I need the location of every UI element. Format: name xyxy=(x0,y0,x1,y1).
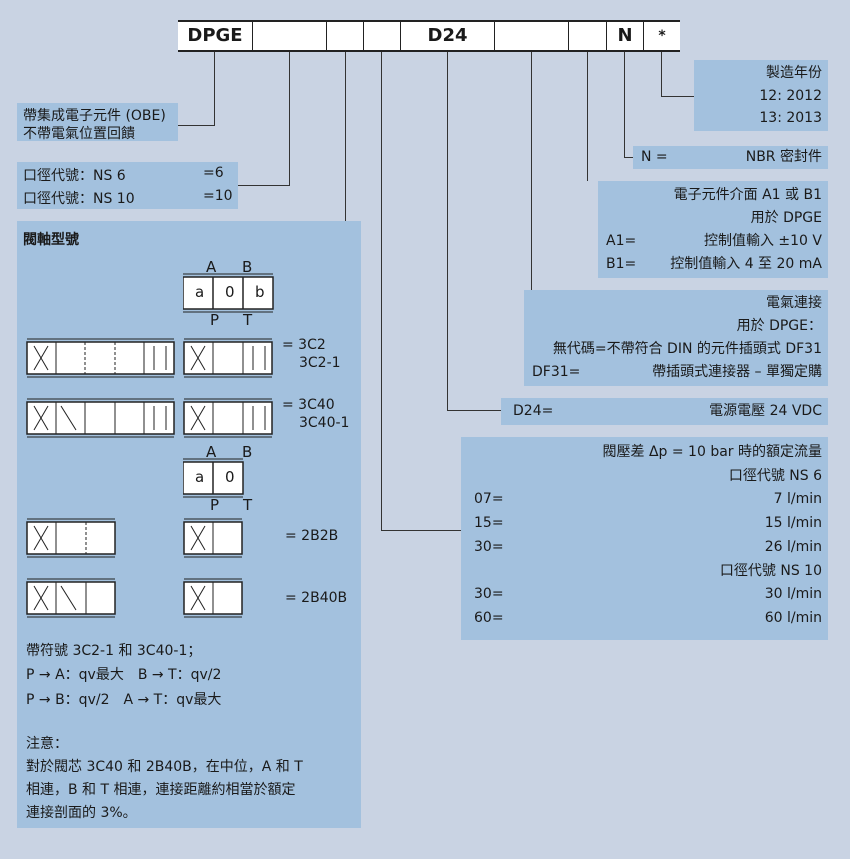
voltage-code: D24= xyxy=(513,403,554,419)
flow-code: 60= xyxy=(474,610,504,626)
position-0-label: 0 xyxy=(225,283,235,301)
ordering-code-bar: DPGE D24 N * xyxy=(178,20,680,52)
note-line-3: 連接剖面的 3%。 xyxy=(26,805,137,821)
spool-2b2b-label: = 2B2B xyxy=(285,528,339,544)
position-b-label: b xyxy=(255,283,265,301)
code-cell-interface xyxy=(568,22,606,50)
spool-2position-legend xyxy=(183,458,244,498)
spool-box: 閥軸型號 A B a 0 b P T = 3C2 3C2-1 = 3C40 3C… xyxy=(17,221,361,828)
spool-2b40b-symbol xyxy=(183,578,243,618)
flow-code: 30= xyxy=(474,539,504,555)
interface-sub: 用於 DPGE xyxy=(750,210,822,226)
spool-2b40b-label: = 2B40B xyxy=(285,590,348,606)
spool-3c40-symbol xyxy=(183,398,273,438)
flow-code: 15= xyxy=(474,515,504,531)
voltage-value: 電源電壓 24 VDC xyxy=(709,403,822,419)
seal-value: NBR 密封件 xyxy=(745,149,822,165)
size-ns10-label: 口徑代號：NS 10 xyxy=(23,191,135,207)
note-line-1: 對於閥芯 3C40 和 2B40B，在中位，A 和 T xyxy=(26,759,303,775)
spool-note-3: P → B：qv/2 A → T：qv最大 xyxy=(26,692,222,708)
code-cell-year: * xyxy=(643,22,680,50)
size-ns6-code: =6 xyxy=(203,165,224,181)
electrical-box: 電氣連接 用於 DPGE： 無代碼=不帶符合 DIN 的元件插頭式 DF31 D… xyxy=(524,290,828,386)
voltage-box: D24= 電源電壓 24 VDC xyxy=(501,398,828,425)
size-ns10-code: =10 xyxy=(203,188,233,204)
flow-value: 15 l/min xyxy=(764,515,822,531)
flow-value: 7 l/min xyxy=(773,491,822,507)
flow-title: 閥壓差 Δp = 10 bar 時的額定流量 xyxy=(602,444,822,460)
position-a-label-2: a xyxy=(195,468,205,486)
year-2012: 12: 2012 xyxy=(759,88,822,104)
spool-note-1: 帶符號 3C2-1 和 3C40-1； xyxy=(26,643,202,659)
flow-value: 26 l/min xyxy=(764,539,822,555)
obe-option: 帶集成電子元件 (OBE) xyxy=(23,108,166,124)
code-cell-seal: N xyxy=(606,22,643,50)
spool-position-legend xyxy=(183,273,274,313)
spool-note-2: P → A：qv最大 B → T：qv/2 xyxy=(26,667,222,683)
electrical-title: 電氣連接 xyxy=(766,295,822,311)
flow-ns10-heading: 口徑代號 NS 10 xyxy=(719,563,822,579)
position-0-label-2: 0 xyxy=(225,468,235,486)
interface-box: 電子元件介面 A1 或 B1 用於 DPGE A1= 控制值輸入 ±10 V B1… xyxy=(598,181,828,278)
flow-box: 閥壓差 Δp = 10 bar 時的額定流量 口徑代號 NS 6 07= 7 l/… xyxy=(461,437,828,640)
port-b-label-2: B xyxy=(242,443,253,461)
note-title: 注意： xyxy=(26,736,68,752)
position-a-label: a xyxy=(195,283,205,301)
seal-box: N = NBR 密封件 xyxy=(633,146,828,169)
flow-code: 30= xyxy=(474,586,504,602)
port-p-label-2: P xyxy=(210,496,220,514)
port-b-label: B xyxy=(242,258,253,276)
port-p-label: P xyxy=(210,311,220,329)
year-2013: 13: 2013 xyxy=(759,110,822,126)
interface-b1-value: 控制值輸入 4 至 20 mA xyxy=(670,256,822,272)
obe-box: 帶集成電子元件 (OBE) 不帶電氣位置回饋 xyxy=(17,103,178,142)
flow-value: 30 l/min xyxy=(764,586,822,602)
electrical-sub: 用於 DPGE： xyxy=(736,318,822,334)
flow-ns6-heading: 口徑代號 NS 6 xyxy=(728,468,822,484)
spool-2b40b-transition-symbol xyxy=(26,578,116,618)
interface-a1-value: 控制值輸入 ±10 V xyxy=(703,233,822,249)
code-cell-size xyxy=(252,22,326,50)
electrical-df31-code: DF31= xyxy=(532,364,581,380)
spool-3c40-1-label: 3C40-1 xyxy=(299,415,350,431)
spool-3c40-transition-symbol xyxy=(26,398,175,438)
interface-a1-code: A1= xyxy=(606,233,637,249)
code-cell-series: DPGE xyxy=(187,25,243,46)
size-ns6-label: 口徑代號：NS 6 xyxy=(23,168,126,184)
size-box: 口徑代號：NS 6 =6 口徑代號：NS 10 =10 xyxy=(17,162,238,209)
spool-2b2b-transition-symbol xyxy=(26,518,116,558)
port-a-label: A xyxy=(206,258,217,276)
flow-code: 07= xyxy=(474,491,504,507)
spool-title: 閥軸型號 xyxy=(23,232,79,248)
interface-b1-code: B1= xyxy=(606,256,637,272)
code-cell-spool xyxy=(326,22,363,50)
port-t-label-2: T xyxy=(243,496,253,514)
spool-2b2b-symbol xyxy=(183,518,243,558)
spool-3c40-label: = 3C40 xyxy=(282,397,335,413)
interface-title: 電子元件介面 A1 或 B1 xyxy=(673,187,822,203)
spool-3c2-symbol xyxy=(183,338,273,378)
electrical-no-code: 無代碼=不帶符合 DIN 的元件插頭式 DF31 xyxy=(552,341,822,357)
electrical-df31-value: 帶插頭式連接器 – 單獨定購 xyxy=(652,364,822,380)
no-obe-option: 不帶電氣位置回饋 xyxy=(23,126,135,142)
flow-value: 60 l/min xyxy=(764,610,822,626)
seal-code: N = xyxy=(641,149,668,165)
spool-3c2-1-label: 3C2-1 xyxy=(299,355,341,371)
year-box: 製造年份 12: 2012 13: 2013 xyxy=(694,60,828,131)
port-t-label: T xyxy=(243,311,253,329)
code-cell-voltage: D24 xyxy=(400,22,494,50)
spool-3c2-transition-symbol xyxy=(26,338,175,378)
code-cell-flow xyxy=(363,22,400,50)
spool-3c2-label: = 3C2 xyxy=(282,337,326,353)
note-line-2: 相連，B 和 T 相連，連接距離約相當於額定 xyxy=(26,782,296,798)
year-title: 製造年份 xyxy=(766,65,822,81)
port-a-label-2: A xyxy=(206,443,217,461)
code-cell-electrical xyxy=(494,22,568,50)
